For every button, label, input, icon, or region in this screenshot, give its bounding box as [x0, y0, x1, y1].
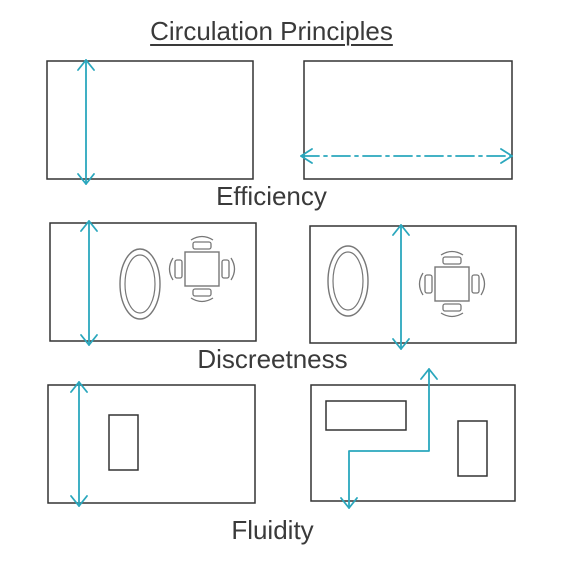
efficiency-room-right	[303, 60, 513, 180]
up-down-arrow-icon	[77, 59, 95, 185]
furniture-block	[108, 414, 139, 471]
oval-table-icon	[327, 245, 369, 317]
discreetness-room-left	[49, 222, 257, 342]
up-down-arrow-icon	[80, 220, 98, 346]
fluidity-room-right	[310, 384, 516, 502]
efficiency-room-left	[46, 60, 254, 180]
square-table-with-chairs-icon	[170, 237, 235, 302]
left-right-dash-arrow-icon	[300, 148, 513, 164]
up-down-arrow-icon	[392, 224, 410, 350]
oval-table-icon	[119, 248, 161, 320]
furniture-block	[457, 420, 488, 477]
fluidity-room-left	[47, 384, 256, 504]
path-arrow-icon	[340, 368, 438, 509]
efficiency-label: Efficiency	[216, 181, 327, 211]
discreetness-room-right	[309, 225, 517, 344]
square-table-with-chairs-icon	[420, 252, 485, 317]
fluidity-label: Fluidity	[231, 515, 314, 545]
discreetness-label: Discreetness	[197, 344, 348, 374]
up-down-arrow-icon	[70, 381, 88, 507]
furniture-block	[325, 400, 407, 431]
page-title: Circulation Principles	[150, 16, 393, 46]
